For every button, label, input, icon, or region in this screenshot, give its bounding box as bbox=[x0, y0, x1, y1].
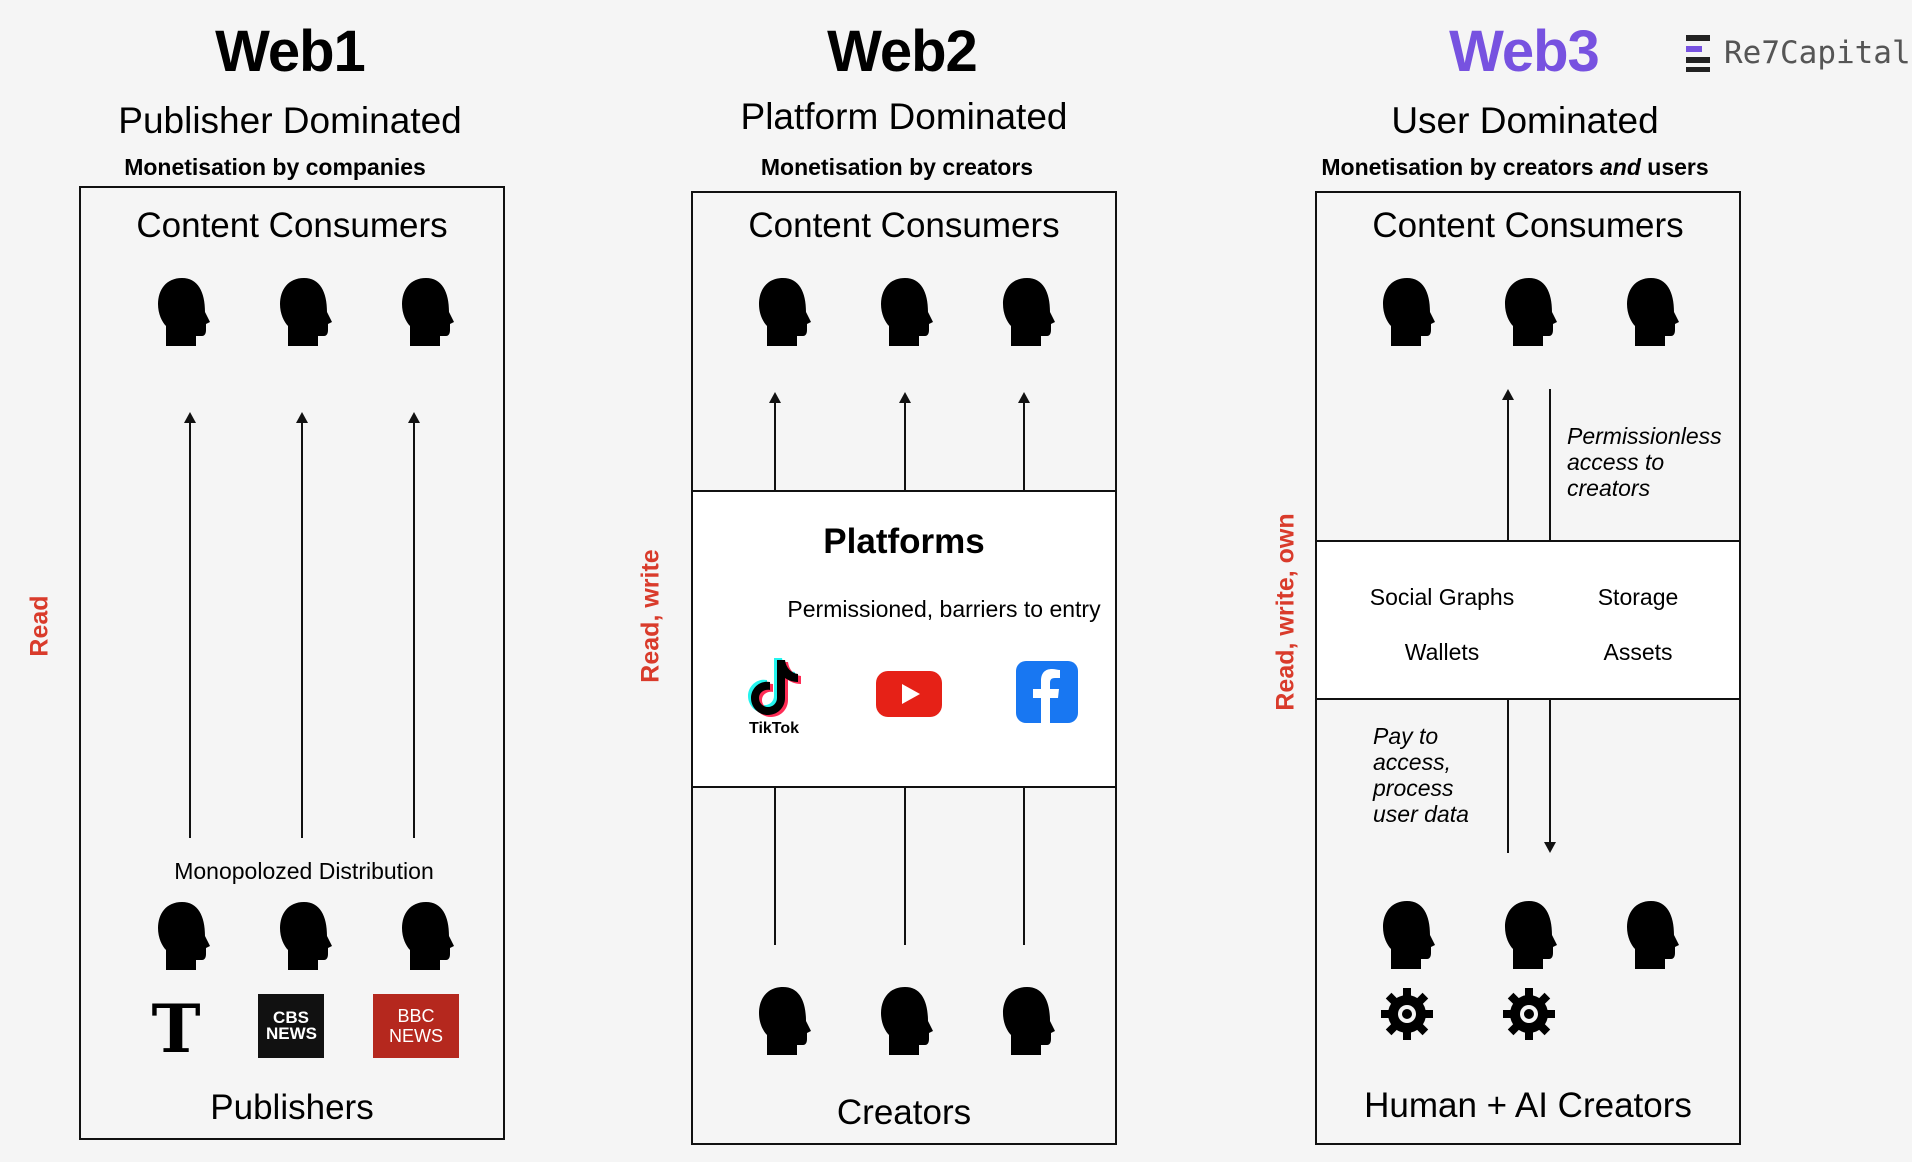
consumer-head-icon bbox=[280, 278, 332, 346]
creator-head-icon bbox=[1383, 901, 1435, 969]
infra-to-consumer-arrow bbox=[1502, 389, 1514, 541]
web2-top-label: Content Consumers bbox=[748, 206, 1060, 245]
web1-middle-label: Monopolozed Distribution bbox=[174, 858, 434, 884]
consumer-head-icon bbox=[1505, 278, 1557, 346]
tiktok-logo: TikTok bbox=[737, 652, 811, 742]
distribution-arrow bbox=[184, 412, 196, 838]
web2-side-label: Read, write bbox=[636, 549, 665, 683]
web1-subtitle: Publisher Dominated bbox=[118, 100, 462, 141]
web2-monetisation: Monetisation by creators bbox=[760, 154, 1034, 180]
creator-to-platform-line bbox=[774, 787, 776, 945]
web3-top-label: Content Consumers bbox=[1372, 206, 1684, 245]
brand-logo: Re7Capital bbox=[1684, 32, 1911, 74]
distribution-arrow bbox=[408, 412, 420, 838]
consumer-head-icon bbox=[759, 278, 811, 346]
creator-to-platform-line bbox=[904, 787, 906, 945]
publisher-head-icon bbox=[402, 902, 454, 970]
creator-head-icon bbox=[1627, 901, 1679, 969]
web3-bottom-label: Human + AI Creators bbox=[1364, 1086, 1692, 1125]
cbs-news-logo: CBS NEWS bbox=[258, 994, 324, 1058]
creator-to-infra-line bbox=[1507, 699, 1509, 853]
storage-label: Storage bbox=[1597, 584, 1679, 610]
permissionless-text: Permissionless access to creators bbox=[1567, 423, 1722, 501]
web1-title: Web1 bbox=[215, 19, 366, 84]
web3-monetisation: Monetisation by creators and users bbox=[1321, 154, 1709, 180]
infra-to-creator-arrow bbox=[1544, 699, 1556, 853]
assets-label: Assets bbox=[1603, 639, 1673, 665]
consumer-head-icon bbox=[1383, 278, 1435, 346]
consumer-head-icon bbox=[881, 278, 933, 346]
distribution-arrow bbox=[296, 412, 308, 838]
creator-head-icon bbox=[881, 987, 933, 1055]
creator-head-icon bbox=[759, 987, 811, 1055]
web2-box: Content Consumers Platforms Permissioned… bbox=[691, 191, 1117, 1145]
web3-side-label: Read, write, own bbox=[1271, 513, 1300, 711]
publisher-head-icon bbox=[158, 902, 210, 970]
infra-box: Social Graphs Storage Wallets Assets bbox=[1315, 540, 1741, 700]
ai-gear-icon bbox=[1503, 988, 1555, 1040]
consumer-head-icon bbox=[1627, 278, 1679, 346]
web1-bottom-label: Publishers bbox=[210, 1088, 374, 1127]
youtube-icon bbox=[876, 671, 942, 717]
publisher-head-icon bbox=[280, 902, 332, 970]
web1-side-label: Read bbox=[25, 595, 54, 657]
web1-box: Content Consumers Monopolozed Distributi… bbox=[79, 186, 505, 1140]
platform-to-consumer-arrow bbox=[1018, 392, 1030, 500]
consumer-head-icon bbox=[158, 278, 210, 346]
consumer-head-icon bbox=[1003, 278, 1055, 346]
nyt-logo: T bbox=[151, 990, 201, 1068]
creator-head-icon bbox=[1505, 901, 1557, 969]
web3-subtitle: User Dominated bbox=[1391, 100, 1659, 141]
web1-top-label: Content Consumers bbox=[136, 206, 448, 245]
platforms-title: Platforms bbox=[823, 522, 985, 561]
re7-logo-icon bbox=[1686, 35, 1710, 72]
web2-bottom-label: Creators bbox=[836, 1093, 972, 1132]
platforms-desc: Permissioned, barriers to entry bbox=[787, 596, 1101, 622]
bbc-news-logo: BBC NEWS bbox=[373, 994, 459, 1058]
ai-gear-icon bbox=[1381, 988, 1433, 1040]
facebook-icon bbox=[1016, 661, 1078, 723]
tiktok-label: TikTok bbox=[748, 720, 800, 737]
infra-to-consumer-line bbox=[1549, 389, 1551, 541]
web3-box: Content Consumers Permissionless access … bbox=[1315, 191, 1741, 1145]
web2-subtitle: Platform Dominated bbox=[740, 96, 1068, 137]
social-graphs-label: Social Graphs bbox=[1369, 584, 1515, 610]
web3-title: Web3 bbox=[1449, 19, 1600, 84]
pay-text: Pay to access, process user data bbox=[1373, 723, 1469, 827]
creator-head-icon bbox=[1003, 987, 1055, 1055]
wallets-label: Wallets bbox=[1404, 639, 1480, 665]
creator-to-platform-line bbox=[1023, 787, 1025, 945]
platform-to-consumer-arrow bbox=[769, 392, 781, 500]
platforms-box: Platforms Permissioned, barriers to entr… bbox=[691, 490, 1117, 788]
consumer-head-icon bbox=[402, 278, 454, 346]
web1-monetisation: Monetisation by companies bbox=[124, 154, 426, 180]
web2-title: Web2 bbox=[827, 19, 978, 84]
platform-to-consumer-arrow bbox=[899, 392, 911, 500]
brand-name: Re7Capital bbox=[1724, 35, 1911, 71]
tiktok-icon bbox=[748, 658, 801, 717]
